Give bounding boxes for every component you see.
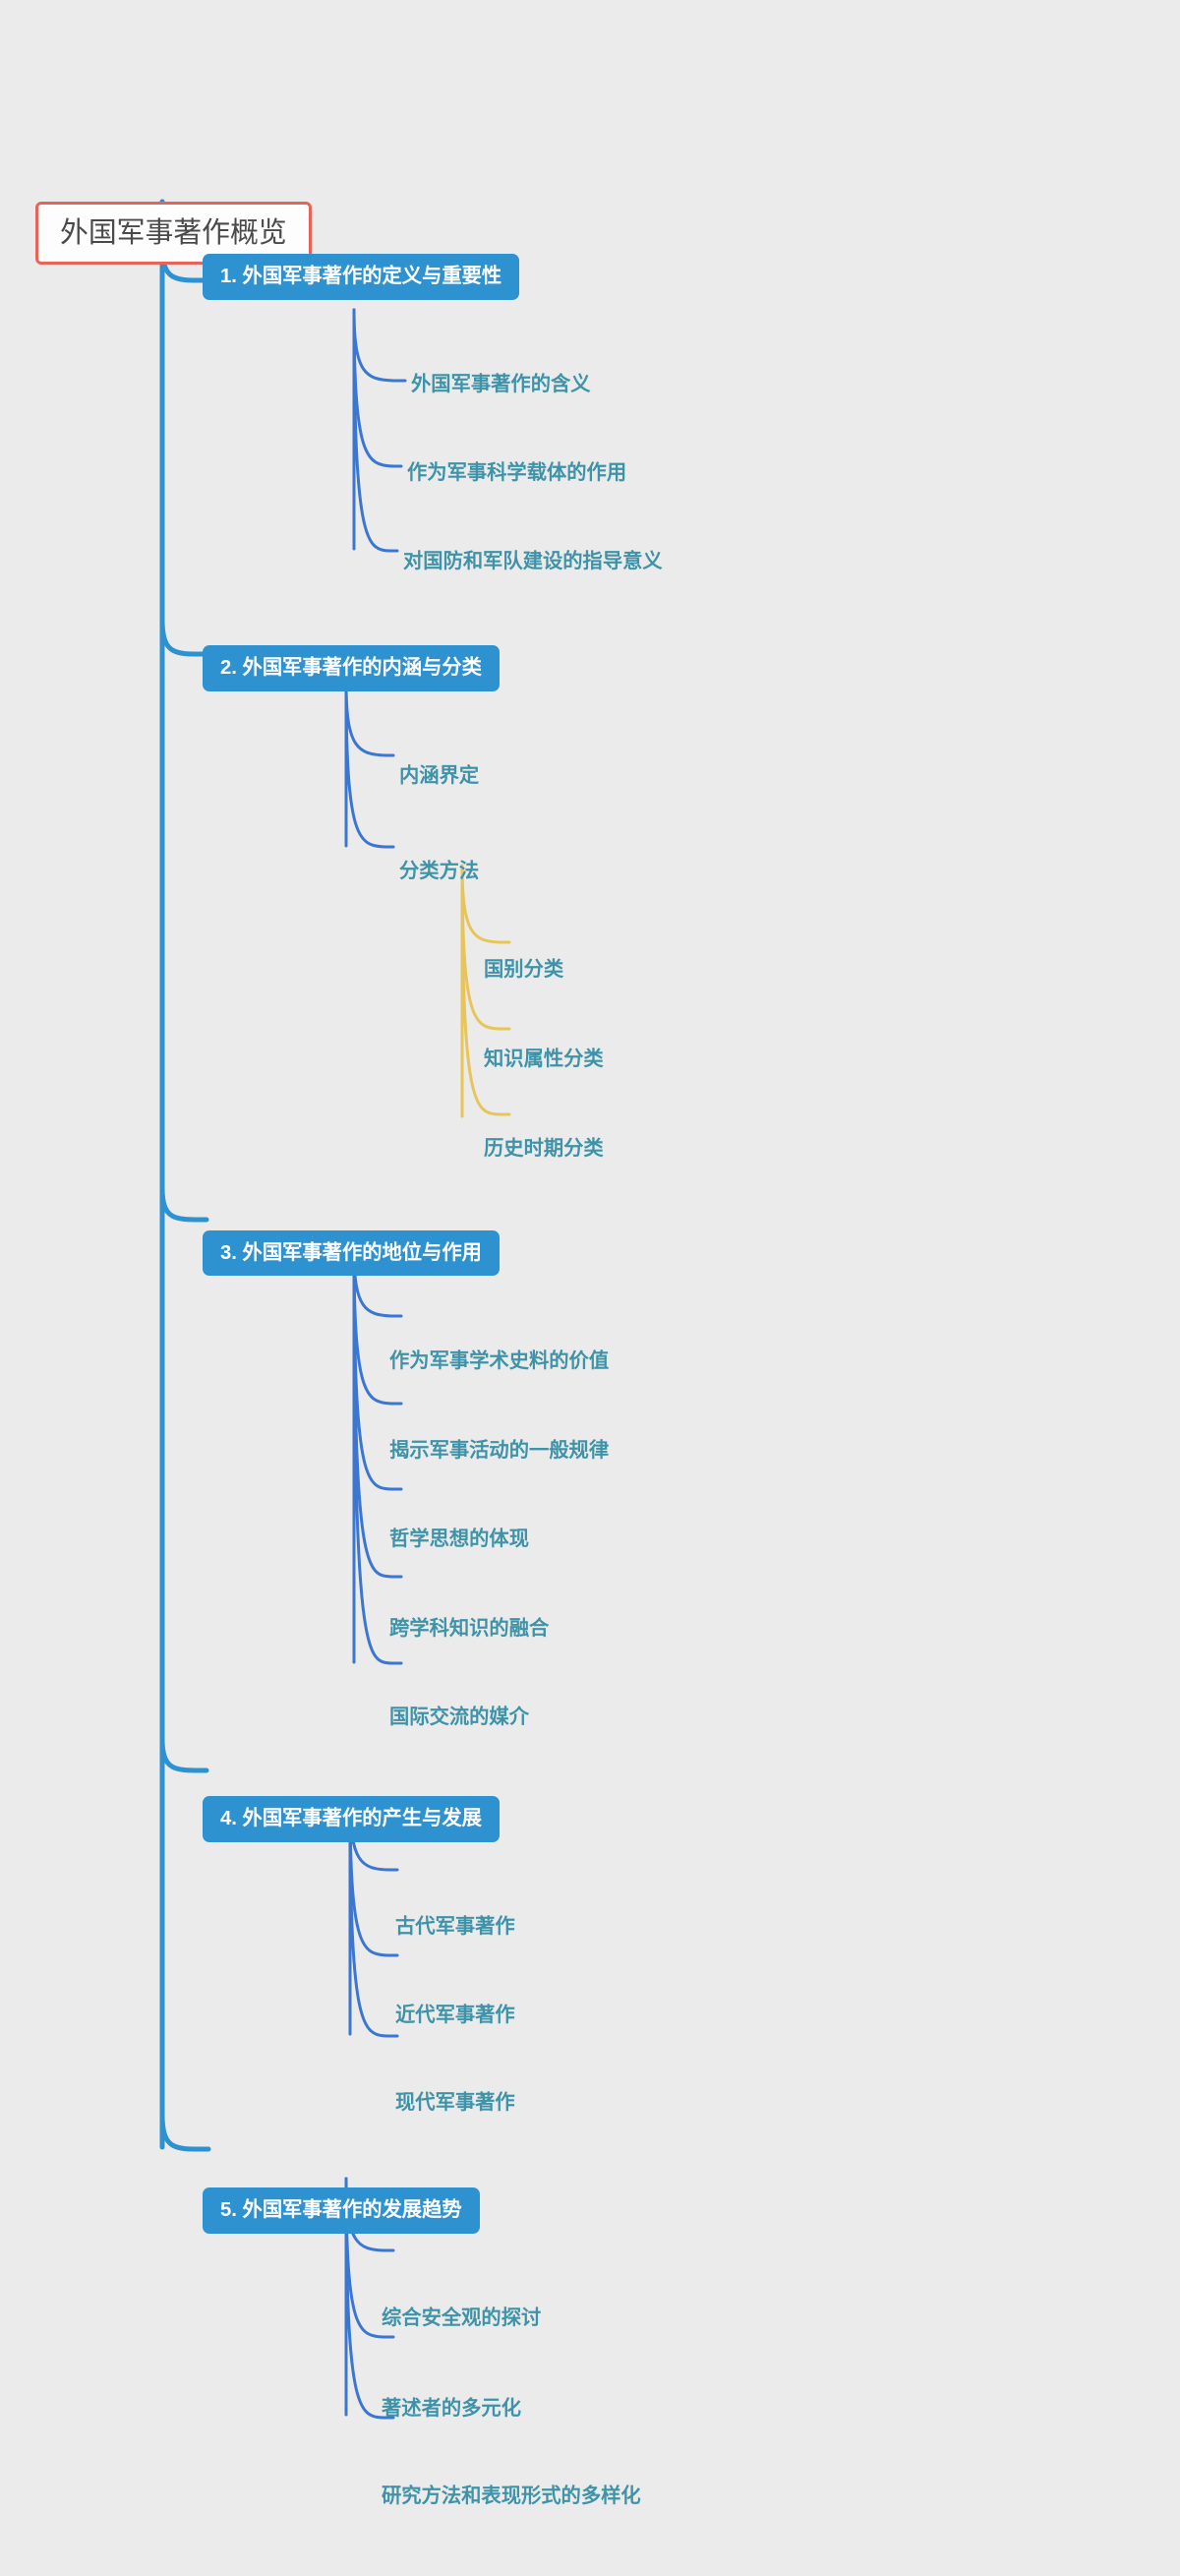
leaf-node-3-1-label: 作为军事学术史料的价值 — [389, 1349, 610, 1372]
leaf-node-2-2-1[interactable]: 国别分类 — [484, 956, 563, 984]
edge-leaf-1-2 — [352, 308, 403, 468]
edge-branch-5 — [159, 2112, 211, 2152]
branch-node-5-label: 5. 外国军事著作的发展趋势 — [220, 2199, 462, 2222]
root-node-label: 外国军事著作概览 — [60, 217, 287, 250]
branch-node-2-label: 2. 外国军事著作的内涵与分类 — [220, 657, 482, 680]
leaf-node-5-3-label: 研究方法和表现形式的多样化 — [382, 2486, 641, 2508]
leaf-node-4-3-label: 现代军事著作 — [395, 2092, 515, 2115]
leaf-node-4-1-label: 古代军事著作 — [395, 1916, 515, 1939]
branch-node-1[interactable]: 1. 外国军事著作的定义与重要性 — [203, 254, 520, 300]
leaf-node-1-1-label: 外国军事著作的含义 — [411, 374, 591, 396]
branch-node-2[interactable]: 2. 外国军事著作的内涵与分类 — [203, 645, 500, 691]
edge-leaf-1-1 — [352, 308, 407, 383]
leaf-node-4-3[interactable]: 现代军事著作 — [395, 2089, 515, 2117]
branch-node-4[interactable]: 4. 外国军事著作的产生与发展 — [203, 1796, 500, 1842]
edge-leaf-2-2-2 — [460, 864, 511, 1031]
leaf-node-3-3[interactable]: 哲学思想的体现 — [389, 1526, 529, 1553]
leaf-node-4-1[interactable]: 古代军事著作 — [395, 1913, 515, 1941]
leaf-node-2-2-3[interactable]: 历史时期分类 — [484, 1135, 604, 1163]
leaf-node-1-1[interactable]: 外国军事著作的含义 — [411, 371, 591, 398]
branch-node-3[interactable]: 3. 外国军事著作的地位与作用 — [203, 1229, 500, 1277]
leaf-node-3-4[interactable]: 跨学科知识的融合 — [389, 1615, 549, 1643]
leaf-node-5-1[interactable]: 综合安全观的探讨 — [382, 2305, 541, 2332]
leaf-node-2-2[interactable]: 分类方法 — [399, 858, 479, 885]
root-node[interactable]: 外国军事著作概览 — [35, 202, 312, 266]
edge-leaf-2-2-3 — [460, 864, 511, 1116]
branch-node-4-label: 4. 外国军事著作的产生与发展 — [220, 1808, 482, 1830]
leaf-node-2-1[interactable]: 内涵界定 — [399, 762, 479, 790]
leaf-node-3-5-label: 国际交流的媒介 — [389, 1706, 529, 1728]
leaf-node-1-2[interactable]: 作为军事科学载体的作用 — [407, 459, 626, 487]
leaf-node-2-1-label: 内涵界定 — [399, 765, 480, 788]
leaf-node-5-2-label: 著述者的多元化 — [382, 2397, 521, 2420]
branch-node-5[interactable]: 5. 外国军事著作的发展趋势 — [203, 2187, 480, 2234]
leaf-node-2-2-2-label: 知识属性分类 — [484, 1048, 604, 1071]
leaf-node-2-2-3-label: 历史时期分类 — [484, 1138, 604, 1161]
edge-branch-4 — [159, 1736, 209, 1773]
leaf-node-3-2[interactable]: 揭示军事活动的一般规律 — [389, 1437, 609, 1465]
edge-leaf-2-1 — [344, 682, 395, 757]
leaf-node-1-3-label: 对国防和军队建设的指导意义 — [403, 550, 663, 572]
leaf-node-4-2[interactable]: 近代军事著作 — [395, 2002, 515, 2029]
leaf-node-3-5[interactable]: 国际交流的媒介 — [389, 1704, 529, 1731]
edge-branch-3 — [159, 1185, 209, 1223]
leaf-node-3-3-label: 哲学思想的体现 — [389, 1528, 529, 1550]
leaf-node-2-2-label: 分类方法 — [399, 860, 480, 882]
leaf-node-2-2-1-label: 国别分类 — [484, 958, 564, 981]
edge-branch-2 — [159, 617, 209, 657]
branch-node-3-label: 3. 外国军事著作的地位与作用 — [220, 1241, 482, 1264]
leaf-node-4-2-label: 近代军事著作 — [395, 2004, 515, 2026]
leaf-node-5-3[interactable]: 研究方法和表现形式的多样化 — [382, 2483, 641, 2510]
leaf-node-3-4-label: 跨学科知识的融合 — [389, 1618, 550, 1641]
leaf-node-3-1[interactable]: 作为军事学术史料的价值 — [389, 1348, 609, 1375]
leaf-node-2-2-2[interactable]: 知识属性分类 — [484, 1046, 604, 1073]
leaf-node-3-2-label: 揭示军事活动的一般规律 — [389, 1440, 610, 1463]
edge-leaf-2-2 — [344, 682, 395, 849]
leaf-node-5-1-label: 综合安全观的探讨 — [382, 2307, 542, 2330]
edge-leaf-1-3 — [352, 308, 399, 553]
branch-node-1-label: 1. 外国军事著作的定义与重要性 — [220, 266, 502, 288]
leaf-node-1-3[interactable]: 对国防和军队建设的指导意义 — [403, 548, 663, 575]
leaf-node-5-2[interactable]: 著述者的多元化 — [382, 2395, 521, 2423]
leaf-node-1-2-label: 作为军事科学载体的作用 — [407, 461, 627, 484]
